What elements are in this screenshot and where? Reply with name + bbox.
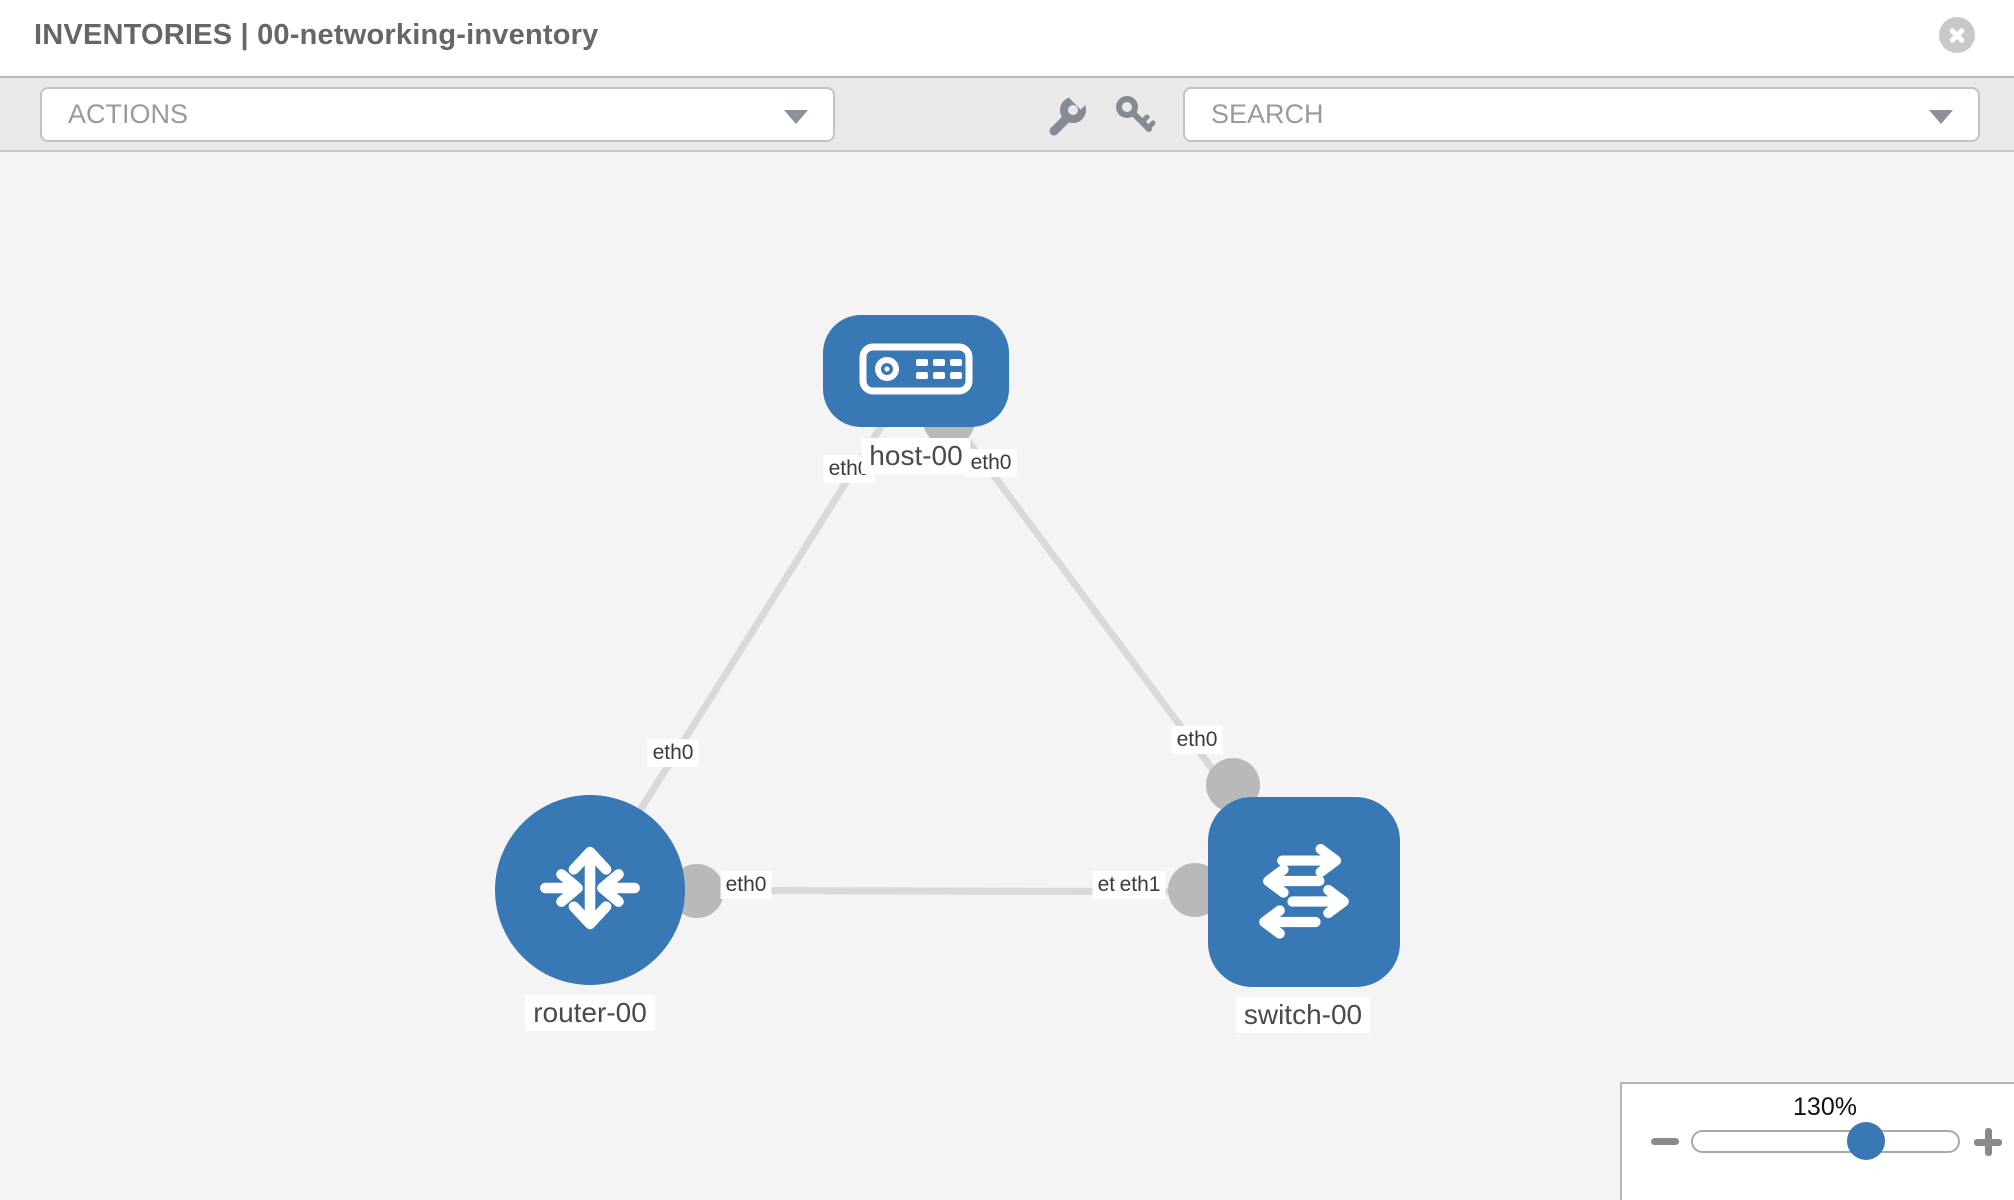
switch-icon — [1240, 826, 1368, 959]
host-device-icon — [856, 334, 976, 409]
iface-label-switch-eth0-uplink: eth0 — [1171, 726, 1223, 754]
zoom-slider-thumb[interactable] — [1847, 1122, 1885, 1160]
zoom-control-panel: 130% — [1620, 1082, 2014, 1200]
close-icon[interactable] — [1939, 17, 1975, 53]
topology-canvas[interactable]: host-00 router-00 switch-00 eth0 eth0 et… — [0, 152, 2014, 1200]
toolbar: ACTIONS SEARCH — [0, 76, 2014, 152]
zoom-slider-track[interactable] — [1691, 1130, 1960, 1153]
key-icon[interactable] — [1112, 93, 1158, 139]
node-router-00[interactable] — [495, 795, 685, 985]
iface-label-router-eth0: eth0 — [720, 871, 772, 899]
header-bar: INVENTORIES | 00-networking-inventory — [0, 0, 2014, 76]
search-dropdown-label: SEARCH — [1211, 99, 1324, 129]
actions-dropdown-label: ACTIONS — [68, 99, 189, 129]
node-label-host-00: host-00 — [861, 438, 971, 474]
page-title: INVENTORIES | 00-networking-inventory — [34, 19, 599, 51]
iface-label-host-eth0-right: eth0 — [965, 449, 1017, 477]
zoom-level-value: 130% — [1793, 1093, 1857, 1121]
wrench-icon[interactable] — [1044, 89, 1090, 139]
search-dropdown[interactable]: SEARCH — [1183, 87, 1980, 142]
node-host-00[interactable] — [823, 315, 1009, 427]
zoom-out-minus-icon[interactable] — [1651, 1138, 1679, 1145]
actions-dropdown[interactable]: ACTIONS — [40, 87, 835, 142]
router-icon — [528, 826, 652, 955]
zoom-in-plus-icon[interactable] — [1974, 1128, 2002, 1156]
node-label-switch-00: switch-00 — [1235, 997, 1371, 1033]
iface-label-switch-eth1-front: eth1 — [1114, 871, 1166, 899]
chevron-down-icon — [784, 110, 808, 124]
node-switch-00[interactable] — [1208, 797, 1400, 987]
node-label-router-00: router-00 — [525, 995, 655, 1031]
chevron-down-icon — [1929, 110, 1953, 124]
topology-links-layer — [587, 368, 1307, 918]
iface-label-router-eth0-uplink: eth0 — [647, 739, 699, 767]
